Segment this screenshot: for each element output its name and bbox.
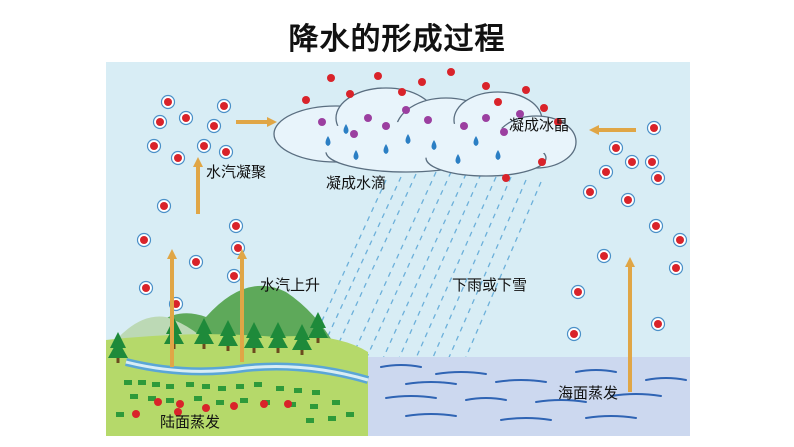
label-ice-crystals: 凝成冰晶	[509, 116, 570, 134]
label-land-evaporation: 陆面蒸发	[160, 413, 221, 431]
label-condensation: 水汽凝聚	[206, 163, 267, 181]
precipitation-diagram: 水汽凝聚 凝成水滴 凝成冰晶 水汽上升 下雨或下雪 陆面蒸发 海面蒸发	[106, 62, 690, 436]
flow-arrows	[167, 117, 636, 392]
page-title: 降水的形成过程	[288, 22, 506, 57]
label-droplets: 凝成水滴	[326, 174, 387, 192]
label-vapor-rise: 水汽上升	[260, 276, 321, 294]
label-rain-snow: 下雨或下雪	[452, 276, 528, 294]
cloud-vapor-dots	[302, 68, 562, 182]
field-patches	[116, 380, 354, 423]
ice-crystal-dots	[318, 106, 524, 138]
land-evaporation-dots	[132, 398, 292, 418]
diagram-canvas	[106, 62, 690, 436]
label-sea-evaporation: 海面蒸发	[558, 384, 619, 402]
water-drops	[325, 124, 501, 164]
sea-waves	[380, 364, 687, 421]
